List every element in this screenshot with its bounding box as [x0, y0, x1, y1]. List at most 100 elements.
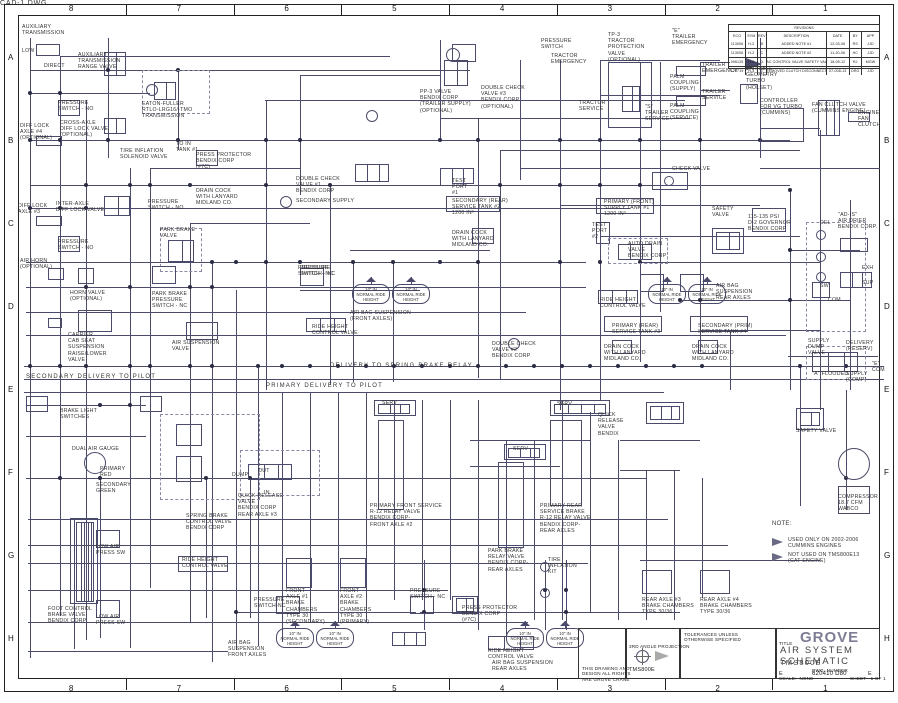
quick-release-valve-bendix-body[interactable]	[650, 406, 680, 420]
trunk-line-v	[700, 62, 701, 352]
valve-segment	[612, 291, 614, 303]
serv-valve-2[interactable]	[508, 448, 540, 458]
junction-node	[498, 183, 502, 187]
primary-supply-tank-1-symbol	[596, 198, 654, 214]
spring-brake-valve-lower[interactable]	[176, 456, 202, 482]
ride-height-control-valve-1-body[interactable]	[306, 318, 346, 332]
pp-3-valve-body[interactable]	[444, 60, 468, 86]
serv-valve-1[interactable]	[378, 404, 410, 414]
revision-cell: 11-20-06	[827, 49, 850, 57]
junction-node	[560, 364, 564, 368]
primary-service-tank-3-symbol	[604, 316, 662, 332]
junction-node	[532, 364, 536, 368]
fan-clutch-valve-body[interactable]	[818, 100, 840, 136]
zone-tick	[341, 4, 343, 15]
trunk-line-v	[330, 185, 331, 385]
trunk-line-h	[26, 478, 646, 479]
zone-letter-A: A	[8, 52, 14, 62]
press-protector-7c-valve[interactable]	[456, 598, 474, 612]
trunk-line-h	[26, 335, 786, 336]
junction-node	[564, 610, 568, 614]
component-label-drain-cock-lanyard-4: DRAIN COCK WITH LANYARD MIDLAND CO.	[692, 344, 734, 363]
brake-light-switch-1	[26, 396, 48, 412]
air-bag-label: 10" IN NORMAL RIDE HEIGHT	[356, 287, 386, 302]
trunk-line-v	[424, 560, 425, 630]
foot-control-brake-valve-body[interactable]	[76, 522, 94, 602]
trunk-line-h	[680, 300, 840, 301]
air-bag-ride-control-valve-body[interactable]	[392, 632, 426, 646]
governor-box	[752, 208, 786, 232]
drain-cock-3-symbol	[612, 340, 632, 354]
trunk-line-h	[440, 118, 690, 119]
controller-vg-turbo-box	[760, 108, 804, 142]
component-label-tire-inflation-solenoid-valve: TIRE INFLATION SOLENOID VALVE	[120, 148, 168, 161]
spring-brake-valve-upper[interactable]	[176, 424, 202, 446]
trunk-line-v	[674, 470, 675, 620]
valve-segment	[367, 165, 369, 181]
supply-dump-valve-body[interactable]	[812, 352, 858, 372]
component-label-quick-release-valve: QUICK RELEASE VALVE BENDIX CORP REAR AXL…	[238, 493, 284, 518]
component-label-foot-control-brake-valve: FOOT CONTROL BRAKE VALVE BENDIX CORP	[48, 606, 93, 625]
component-label-drain-cock-lanyard-2: DRAIN COCK WITH LANYARD MIDLAND CO.	[452, 230, 494, 249]
valve-segment	[641, 245, 643, 259]
junction-node	[638, 138, 642, 142]
auto-drain-valve-body[interactable]	[618, 244, 652, 260]
serv-valve-3[interactable]	[554, 404, 606, 414]
revision-cell: H-4	[746, 67, 758, 75]
revision-cell: H-2	[746, 49, 758, 57]
air-drier-valve-body[interactable]	[840, 272, 872, 288]
component-label-drain-cock-lanyard-1: DRAIN COCK WITH LANYARD MIDLAND CO.	[196, 188, 238, 207]
component-label-trailer-service-leader: "S" TRAILER SERVICE	[645, 104, 670, 123]
junction-node	[248, 476, 252, 480]
component-label-front-axle-2-chambers: FRONT AXLE #2 BRAKE CHAMBERS TYPE 30 (PR…	[340, 588, 372, 626]
revision-header-cell: DATE	[827, 32, 850, 40]
inter-axle-diff-lock-valve-body[interactable]	[104, 196, 130, 216]
valve-segment	[166, 83, 167, 99]
park-brake-valve-body[interactable]	[168, 240, 194, 262]
component-label-park-brake-pressure-switch-nc: PARK BRAKE PRESSURE SWITCH - NC	[152, 291, 188, 310]
front-axle-1-chambers-symbol	[286, 558, 312, 588]
junction-node	[298, 260, 302, 264]
quick-release-valve-body[interactable]	[248, 464, 292, 480]
junction-node	[438, 138, 442, 142]
safety-valve-2-body[interactable]	[800, 412, 820, 426]
component-label-air-bag-suspension-front-axles: AIR BAG SUSPENSION (FRONT AXLES)	[350, 310, 412, 323]
component-label-press-protector-bendix-47c: PRESS PROTECTOR BENDIX CORP (#7C)	[196, 152, 252, 171]
air-bag-cap-icon	[702, 277, 712, 282]
zone-number-2: 2	[715, 4, 721, 13]
tire-inflation-solenoid-valve-body[interactable]	[355, 164, 389, 182]
primary-front-service-relay-body	[378, 420, 404, 510]
junction-node	[58, 364, 62, 368]
safety-valve-1-body[interactable]	[716, 232, 740, 250]
component-label-delivery-spring-brake-relay: DELIVERY TO SPRING BRAKE RELAY	[330, 363, 473, 369]
junction-node	[698, 298, 702, 302]
component-label-rear-axle-3-chambers: REAR AXLE #3 BRAKE CHAMBERS TYPE 30/36	[642, 597, 694, 616]
component-label-controller-vg-turbo: CONTROLLER FOR VG TURBO (CUMMINS)	[760, 98, 803, 117]
revision-cell: REMOVED CLUTCH DISCONNECT	[767, 67, 827, 75]
press-protector-box	[196, 150, 218, 166]
trunk-line-h	[620, 470, 680, 471]
ride-height-control-valve-2-body[interactable]	[598, 290, 638, 304]
aux-transmission-range-valve-body[interactable]	[104, 52, 126, 76]
quick-release-valve-box	[240, 450, 320, 496]
junction-node	[420, 364, 424, 368]
air-bag-label: 10" IN NORMAL RIDE HEIGHT	[396, 287, 426, 302]
trunk-line-v	[562, 400, 563, 620]
component-label-air-bag-susp-rear-axles-2: AIR BAG SUSPENSION REAR AXLES	[492, 660, 554, 673]
component-label-pressure-switch-no-3: PRESSURE SWITCH - NO	[58, 239, 94, 252]
component-label-sw-port: SW	[820, 283, 829, 289]
air-bag-cap-icon	[560, 621, 570, 626]
trunk-line-h	[560, 612, 680, 613]
trunk-line-h	[150, 168, 300, 169]
cross-axle-diff-lock-valve-body[interactable]	[104, 118, 126, 134]
component-label-ride-height-control-valve-2: RIDE HEIGHT CONTROL VALVE	[600, 297, 646, 310]
diff-lock-axle-3-symbol	[36, 216, 62, 226]
diff-lock-axle-4-symbol	[36, 136, 62, 146]
zone-letter-E: E	[884, 384, 890, 394]
tp-3-valve-body[interactable]	[622, 86, 640, 112]
trunk-line-v	[790, 190, 791, 390]
